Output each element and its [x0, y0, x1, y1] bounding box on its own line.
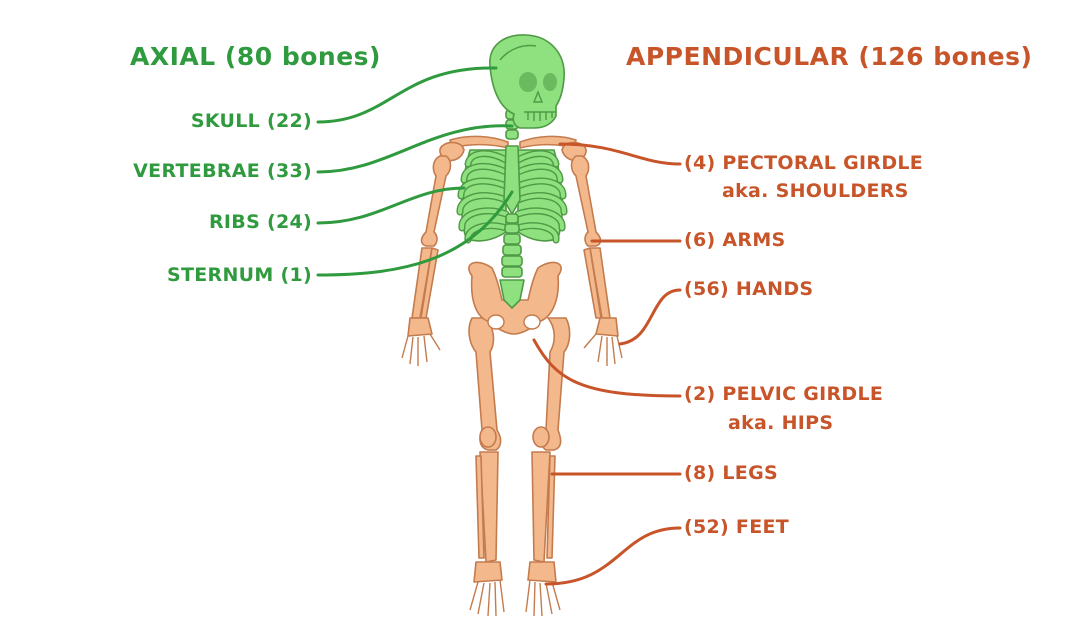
- patella-left: [479, 426, 497, 448]
- label-arms: (6) ARMS: [684, 229, 786, 251]
- hand-right: [583, 317, 623, 366]
- label-vertebrae: VERTEBRAE (33): [133, 160, 312, 182]
- leader-hands: [618, 288, 682, 346]
- leader-sternum: [316, 190, 514, 277]
- label-sternum: STERNUM (1): [167, 264, 312, 286]
- ribcage: [456, 149, 568, 244]
- axial-heading: AXIAL (80 bones): [130, 42, 381, 71]
- leader-feet: [544, 526, 682, 586]
- label-pectoral-girdle: (4) PECTORAL GIRDLE: [684, 152, 924, 174]
- leader-vertebrae: [316, 124, 514, 174]
- shin-left: [475, 451, 499, 563]
- label-pelvic-girdle: (2) PELVIC GIRDLE: [684, 383, 884, 405]
- foot-left: [469, 561, 505, 617]
- leader-ribs: [316, 186, 466, 225]
- label-skull: SKULL (22): [190, 110, 312, 132]
- arm-right: [570, 155, 611, 319]
- shin-right: [531, 451, 556, 563]
- hand-left: [401, 317, 441, 366]
- label-ribs: RIBS (24): [209, 211, 312, 233]
- label-legs: (8) LEGS: [684, 462, 778, 484]
- leader-pectoral-girdle: [558, 142, 682, 166]
- label-feet: (52) FEET: [684, 516, 790, 538]
- skull: [489, 34, 565, 129]
- pelvis: [468, 261, 562, 335]
- leader-pelvic-girdle: [532, 338, 682, 398]
- appendicular-heading: APPENDICULAR (126 bones): [626, 42, 1033, 71]
- sternum: [503, 145, 521, 215]
- patella-right: [532, 426, 550, 448]
- femur-left: [468, 317, 502, 451]
- label-shoulders-aka: aka. SHOULDERS: [722, 180, 909, 202]
- label-hands: (56) HANDS: [684, 278, 814, 300]
- arm-left: [411, 155, 452, 319]
- foot-right: [525, 561, 561, 617]
- label-hips-aka: aka. HIPS: [728, 412, 834, 434]
- leader-skull: [316, 66, 498, 124]
- femur-right: [540, 317, 571, 451]
